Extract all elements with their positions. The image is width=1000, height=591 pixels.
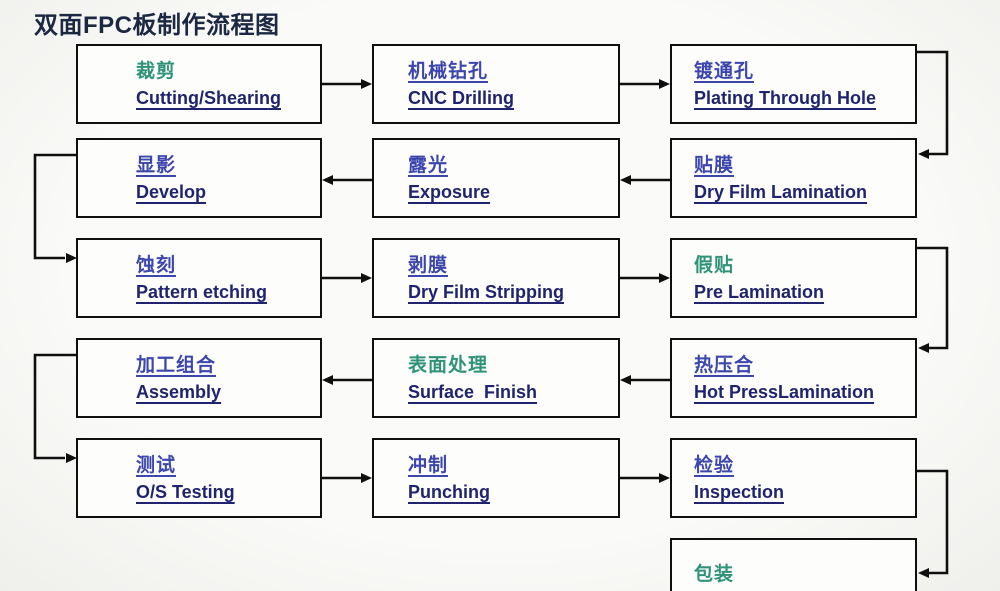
flow-box-packing: 包装	[670, 538, 917, 591]
flow-box-punching: 冲制 Punching	[372, 438, 620, 518]
step-label-zh: 加工组合	[136, 354, 217, 376]
step-label-zh: 机械钻孔	[408, 60, 489, 82]
step-label-en: Assembly	[136, 381, 222, 402]
step-label-zh: 贴膜	[694, 154, 735, 176]
flow-box-develop: 显影 Develop	[76, 138, 322, 218]
flow-box-assembly: 加工组合 Assembly	[76, 338, 322, 418]
step-label-zh: 显影	[136, 154, 177, 176]
step-label-zh: 镀通孔	[694, 60, 755, 82]
flow-box-hot-press-lamination: 热压合 Hot PressLamination	[670, 338, 917, 418]
step-label-en: CNC Drilling	[408, 87, 514, 108]
flow-box-cnc-drilling: 机械钻孔 CNC Drilling	[372, 44, 620, 124]
flow-box-exposure: 露光 Exposure	[372, 138, 620, 218]
arrow-punching-to-inspection	[620, 473, 670, 483]
arrow-etching-to-stripping	[322, 273, 372, 283]
step-label-en: Pre Lamination	[694, 281, 825, 302]
arrow-inspection-to-packing	[917, 469, 949, 578]
arrow-stripping-to-prelamination	[620, 273, 670, 283]
flow-box-os-testing: 测试 O/S Testing	[76, 438, 322, 518]
step-label-zh: 露光	[408, 154, 449, 176]
arrow-cnc-to-plating	[620, 79, 670, 89]
flow-box-plating-through-hole: 镀通孔 Plating Through Hole	[670, 44, 917, 124]
flow-box-pre-lamination: 假贴 Pre Lamination	[670, 238, 917, 318]
step-label-en: Exposure	[408, 181, 491, 202]
flow-box-dry-film-lamination: 贴膜 Dry Film Lamination	[670, 138, 917, 218]
flow-box-pattern-etching: 蚀刻 Pattern etching	[76, 238, 322, 318]
arrow-plating-to-lamination	[917, 50, 949, 159]
arrow-surfacefinish-to-assembly	[322, 375, 372, 385]
flow-box-inspection: 检验 Inspection	[670, 438, 917, 518]
arrow-exposure-to-develop	[322, 175, 372, 185]
arrow-cutting-to-cnc	[322, 79, 372, 89]
flow-box-dry-film-stripping: 剥膜 Dry Film Stripping	[372, 238, 620, 318]
step-label-zh: 假贴	[694, 254, 735, 276]
step-label-en: Pattern etching	[136, 281, 268, 302]
step-label-zh: 热压合	[694, 354, 755, 376]
arrow-lamination-to-exposure	[620, 175, 670, 185]
step-label-en: O/S Testing	[136, 481, 235, 502]
step-label-zh: 剥膜	[408, 254, 449, 276]
step-label-en: Punching	[408, 481, 490, 502]
step-label-zh: 表面处理	[408, 354, 489, 376]
step-label-zh: 测试	[136, 454, 177, 476]
step-label-zh: 检验	[694, 454, 735, 476]
arrow-hotpress-to-surfacefinish	[620, 375, 670, 385]
step-label-en: Dry Film Lamination	[694, 181, 868, 202]
arrow-assembly-to-testing	[33, 353, 77, 463]
step-label-en: Cutting/Shearing	[136, 87, 281, 108]
step-label-en: Dry Film Stripping	[408, 281, 565, 302]
flow-box-surface-finish: 表面处理 Surface Finish	[372, 338, 620, 418]
step-label-en: Develop	[136, 181, 207, 202]
step-label-zh: 蚀刻	[136, 254, 177, 276]
arrow-prelamination-to-hotpress	[917, 246, 949, 353]
step-label-en: Hot PressLamination	[694, 381, 875, 402]
step-label-zh: 裁剪	[136, 60, 177, 82]
arrow-testing-to-punching	[322, 473, 372, 483]
step-label-en: Inspection	[694, 481, 785, 502]
flow-box-cutting: 裁剪 Cutting/Shearing	[76, 44, 322, 124]
step-label-zh: 包装	[694, 563, 735, 585]
step-label-en: Plating Through Hole	[694, 87, 876, 108]
page-title: 双面FPC板制作流程图	[34, 12, 280, 39]
arrow-develop-to-etching	[33, 153, 77, 263]
step-label-en: Surface Finish	[408, 381, 538, 402]
step-label-zh: 冲制	[408, 454, 449, 476]
